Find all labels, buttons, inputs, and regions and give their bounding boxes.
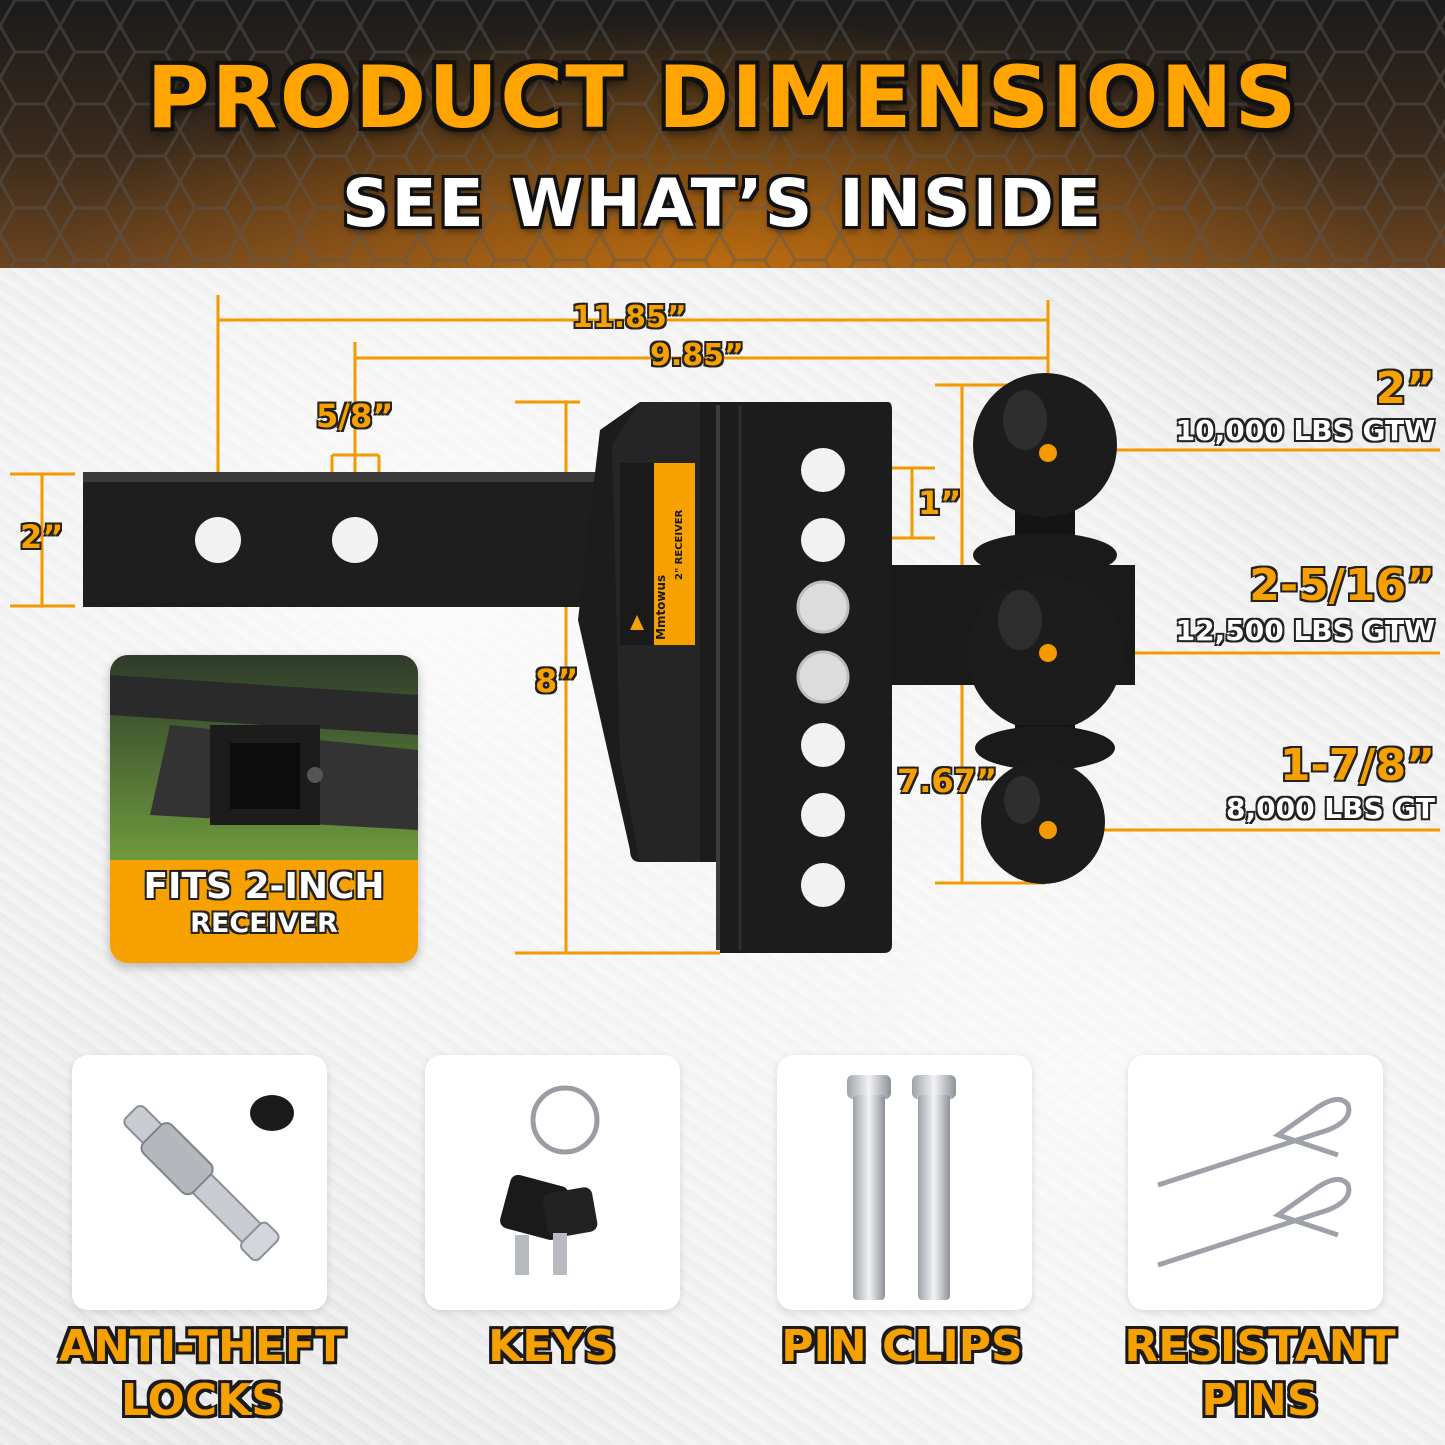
plate-label-receiver: 2" RECEIVER [674, 509, 685, 580]
accessory-label-line2: PINS [1201, 1375, 1319, 1426]
shank-hole [332, 517, 378, 563]
accessory-label-line1: KEYS [488, 1321, 616, 1372]
dim-ball-span: 7.67” [897, 762, 997, 800]
dimension-lines [10, 295, 1440, 955]
accessory-label-pin-clips: PIN CLIPS [722, 1320, 1082, 1374]
page-title: PRODUCT DIMENSIONS [146, 48, 1299, 148]
dim-hole-spacing: 1” [918, 484, 962, 522]
dim-hole-to-ball: 9.85” [650, 338, 744, 373]
hitch-drawing: Mmtowus 2" RECEIVER [10, 295, 1440, 955]
receiver-photo [110, 655, 418, 860]
key-icon [500, 1085, 600, 1275]
accessory-label-line1: ANTI-THEFT [58, 1321, 346, 1372]
hitch-lock-icon [123, 1095, 294, 1262]
ball-size-middle: 2-5/16” [1249, 560, 1435, 611]
accessory-label-keys: KEYS [372, 1320, 732, 1374]
ball-rating-middle: 12,500 LBS GTW [1175, 614, 1435, 647]
receiver-caption-line2: RECEIVER [190, 908, 338, 939]
hexagon-pattern [0, 0, 1445, 268]
clip-icon [1157, 1097, 1352, 1268]
dim-hole-diameter: 5/8” [316, 397, 394, 435]
header-banner: PRODUCT DIMENSIONS SEE WHAT’S INSIDE [0, 0, 1445, 268]
accessory-label-resistant-pins: RESISTANT PINS [1080, 1320, 1440, 1428]
plate-label-brand: Mmtowus [654, 575, 668, 640]
accessory-label-line2: LOCKS [121, 1375, 283, 1426]
receiver-card: FITS 2-INCH RECEIVER [110, 655, 418, 963]
accessory-label-lock: ANTI-THEFT LOCKS [22, 1320, 382, 1428]
hitch-balls [967, 373, 1123, 884]
page-subtitle: SEE WHAT’S INSIDE [341, 165, 1104, 242]
dim-shank-height: 2” [20, 518, 64, 556]
dim-drop-height: 8” [535, 662, 579, 700]
ball-size-top: 2” [1375, 363, 1435, 414]
ball-rating-top: 10,000 LBS GTW [1175, 414, 1435, 447]
accessory-card-pin-clips [777, 1055, 1032, 1310]
ball-size-bottom: 1-7/8” [1279, 740, 1435, 791]
pin-icon [847, 1075, 956, 1300]
receiver-caption: FITS 2-INCH RECEIVER [110, 865, 418, 939]
accessory-label-line1: RESISTANT [1124, 1321, 1396, 1372]
dim-overall-length: 11.85” [572, 300, 687, 335]
accessory-card-keys [425, 1055, 680, 1310]
adjustment-holes [796, 448, 850, 907]
accessory-card-resistant-pins [1128, 1055, 1383, 1310]
accessory-card-lock [72, 1055, 327, 1310]
shank-hole [195, 517, 241, 563]
plate-label: Mmtowus 2" RECEIVER [620, 463, 695, 645]
receiver-caption-line1: FITS 2-INCH [143, 866, 385, 907]
ball-rating-bottom: 8,000 LBS GT [1225, 792, 1435, 825]
accessory-label-line1: PIN CLIPS [781, 1321, 1023, 1372]
